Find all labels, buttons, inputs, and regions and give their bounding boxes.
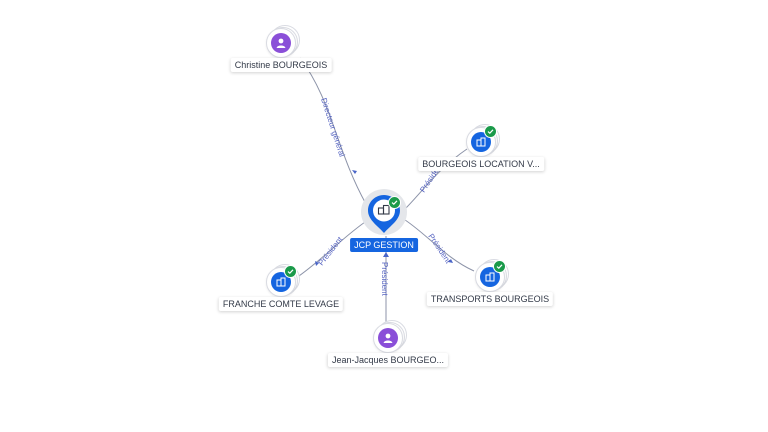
- edge-arrow-jean-jacques: [383, 252, 389, 257]
- edge-label-franche: Président: [316, 234, 344, 267]
- edge-christine: [299, 57, 367, 205]
- edge-franche: [295, 219, 369, 279]
- node-label-jean-jacques[interactable]: Jean-Jacques BOURGEO...: [327, 353, 449, 367]
- person-icon: [271, 33, 291, 53]
- node-label-franche[interactable]: FRANCHE COMTE LEVAGE: [218, 297, 344, 311]
- edge-label-jean-jacques: Président: [380, 262, 389, 297]
- edge-bourgeois-location: [401, 148, 468, 213]
- building-icon: [271, 272, 291, 292]
- edge-transports: [401, 217, 475, 272]
- edge-label-transports: Président: [426, 232, 453, 266]
- verified-check-icon: [493, 260, 506, 273]
- building-icon: [480, 267, 500, 287]
- building-icon: [377, 204, 390, 215]
- edge-arrow-christine: [352, 170, 357, 174]
- center-verified-check-icon: [388, 196, 401, 209]
- person-icon: [378, 328, 398, 348]
- edge-arrow-franche: [315, 261, 319, 266]
- building-icon: [471, 132, 491, 152]
- verified-check-icon: [284, 265, 297, 278]
- edge-arrow-transports: [448, 259, 453, 263]
- node-label-bourgeois-location[interactable]: BOURGEOIS LOCATION V...: [418, 157, 544, 171]
- node-label-christine[interactable]: Christine BOURGEOIS: [230, 58, 332, 72]
- edge-label-christine: Directeur général: [319, 97, 347, 158]
- verified-check-icon: [484, 125, 497, 138]
- center-node-label[interactable]: JCP GESTION: [350, 238, 418, 252]
- node-label-transports[interactable]: TRANSPORTS BOURGEOIS: [426, 292, 554, 306]
